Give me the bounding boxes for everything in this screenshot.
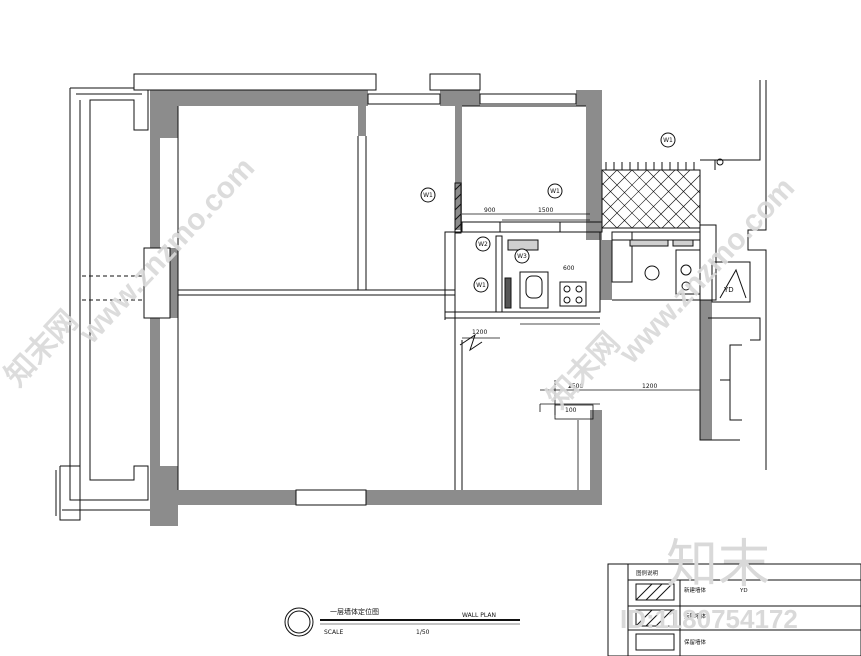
patio-hatch <box>601 169 701 229</box>
stair-marker <box>459 333 483 390</box>
windows <box>133 73 577 506</box>
watermark-site-1: www.znzmo.com <box>72 151 261 350</box>
left-balcony <box>55 87 150 521</box>
dimension-text: 900 1500 600 1200 2500 100 1200 15 <box>472 207 657 414</box>
svg-text:2500: 2500 <box>568 383 583 390</box>
wall-tag-7 <box>644 265 660 281</box>
scale-value: 1/50 <box>416 629 430 636</box>
watermark-brand-2: 知末网 <box>541 326 627 414</box>
svg-text:W1: W1 <box>550 188 560 195</box>
dimension-lines <box>444 213 700 490</box>
watermark-id: ID:1180754172 <box>620 604 798 634</box>
svg-text:1200: 1200 <box>642 383 657 390</box>
scale-label: SCALE <box>324 629 343 636</box>
drawing-title: 一层墙体定位图 <box>330 607 379 616</box>
watermark-logo: 知末 <box>666 536 770 594</box>
wall-tag-text: W1 W1 W1 W2 W3 W1 <box>423 137 673 289</box>
legend-table <box>607 563 861 656</box>
right-structure <box>612 80 767 470</box>
svg-text:1200: 1200 <box>472 329 487 336</box>
balcony-centerline <box>82 275 150 301</box>
fence <box>602 162 700 171</box>
wall-tag-4 <box>475 236 491 252</box>
svg-text:拆除墙体: 拆除墙体 <box>684 612 707 620</box>
wall-tag-5 <box>514 248 530 264</box>
svg-text:1500: 1500 <box>538 207 553 214</box>
wall-tag-6 <box>473 277 489 293</box>
svg-text:保留墙体: 保留墙体 <box>684 638 707 646</box>
svg-text:15: 15 <box>568 383 576 390</box>
svg-text:新建墙体: 新建墙体 <box>684 586 707 594</box>
svg-text:W1: W1 <box>423 192 433 199</box>
wall-tag-2 <box>547 183 563 199</box>
svg-text:W2: W2 <box>478 241 488 248</box>
hatch-walls <box>454 182 633 313</box>
wall-tags <box>420 132 676 293</box>
svg-text:W3: W3 <box>517 253 527 260</box>
watermark-brand-1: 知末网 <box>0 304 84 392</box>
svg-text:100: 100 <box>565 407 577 414</box>
svg-text:YD: YD <box>739 588 748 594</box>
title-block: 一层墙体定位图 WALL PLAN SCALE 1/50 <box>284 607 520 637</box>
kitchen-block <box>444 221 603 320</box>
interior-lines <box>177 105 586 490</box>
legend-text: 图例说明 新建墙体 拆除墙体 保留墙体 YD <box>636 569 748 646</box>
svg-text:图例说明: 图例说明 <box>636 569 659 577</box>
yd-label: YD <box>723 286 734 294</box>
svg-text:W1: W1 <box>476 282 486 289</box>
svg-text:600: 600 <box>563 265 575 272</box>
wall-tag-1 <box>420 187 436 203</box>
svg-text:W1: W1 <box>663 137 673 144</box>
drawing-title-english: WALL PLAN <box>462 612 496 619</box>
svg-text:900: 900 <box>484 207 496 214</box>
wall-tag-3 <box>660 132 676 148</box>
